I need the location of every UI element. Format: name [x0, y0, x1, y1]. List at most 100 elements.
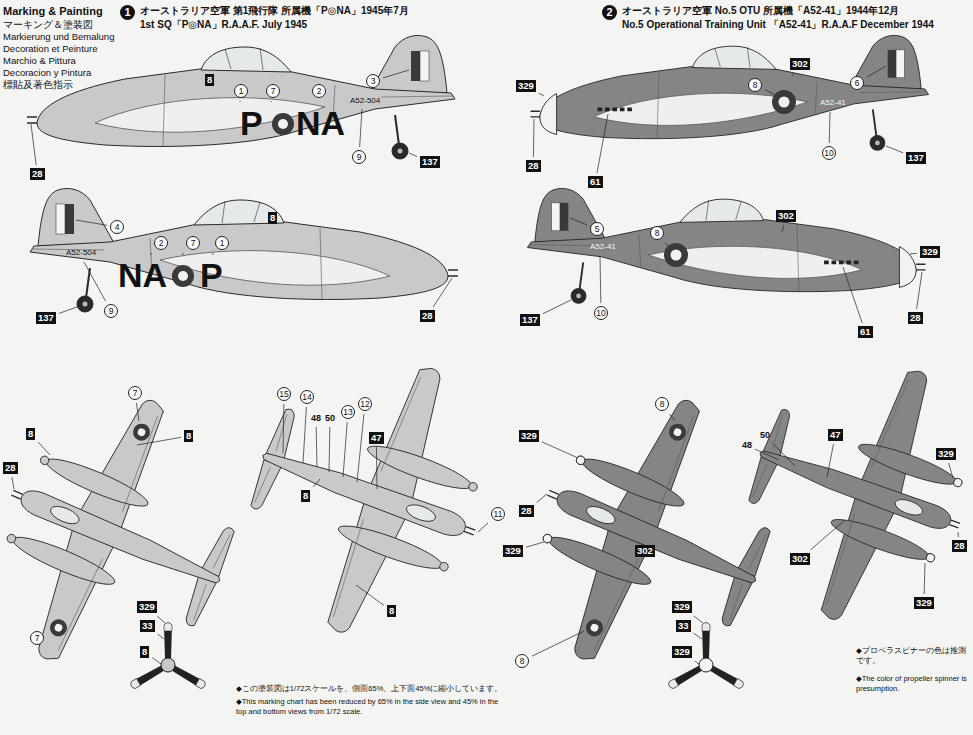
paint-callout: 61	[858, 326, 873, 338]
label-text: 8	[753, 80, 758, 90]
paint-callout: 61	[588, 176, 603, 188]
leader-line	[537, 494, 547, 503]
label-text: 61	[860, 326, 871, 337]
serial-number: A52-41	[590, 242, 616, 252]
decal-callout: 13	[341, 405, 355, 419]
leader-line	[665, 243, 668, 246]
label-text: 28	[528, 160, 539, 171]
decal-callout: 7	[30, 631, 44, 645]
label-text: 6	[855, 78, 860, 88]
leader-line	[478, 523, 488, 532]
label-text: 48	[742, 440, 752, 450]
code-letters: NA	[118, 258, 167, 292]
leader-line	[152, 658, 161, 664]
code-letters: NA	[296, 106, 345, 140]
label-text: 50	[325, 413, 335, 423]
leader-line	[303, 407, 306, 463]
label-text: 8	[186, 430, 191, 441]
paint-callout: 8	[387, 605, 396, 617]
leader-line	[376, 447, 378, 489]
label-text: マーキング＆塗装図	[3, 19, 93, 30]
decal-callout: 14	[300, 390, 314, 404]
leader-line	[694, 616, 703, 623]
label-text: 28	[910, 312, 921, 323]
paint-callout: 329	[936, 448, 956, 460]
paint-callout: 8	[268, 212, 277, 224]
leader-line	[356, 585, 384, 605]
leader-line	[694, 633, 702, 639]
paint-callout: 329	[672, 601, 692, 613]
leader-line	[84, 262, 105, 301]
leader-line	[782, 225, 784, 232]
label-text: 302	[637, 545, 653, 556]
leader-line	[542, 442, 578, 458]
label-text: 33	[678, 620, 689, 631]
label-text: 28	[521, 505, 532, 516]
paint-callout: 329	[920, 246, 940, 258]
label-text: 5	[595, 224, 600, 234]
label-text: 28	[422, 310, 433, 321]
paint-callout: 302	[635, 545, 655, 557]
label-text: Decoration et Peinture	[3, 43, 98, 54]
label-text: 28	[32, 168, 43, 179]
label-text: 10	[596, 308, 605, 318]
scheme-heading: No.5 Operational Training Unit 「A52-41」R…	[622, 18, 934, 31]
footnote: ◆プロペラスピナーの色は推測です。	[856, 646, 968, 666]
label-text: 2	[606, 6, 612, 18]
paint-callout: 302	[790, 58, 810, 70]
leader-line	[240, 101, 241, 102]
leader-line	[31, 124, 36, 165]
label-text: ◆この塗装図は1/72スケールを、側面65%、上下面45%に縮小しています。	[236, 684, 502, 693]
decal-callout: 8	[655, 397, 669, 411]
label-text: 61	[590, 176, 601, 187]
leader-line	[329, 427, 331, 472]
leader-line	[532, 631, 584, 656]
label-text: 8	[142, 646, 147, 657]
leader-line	[886, 146, 903, 153]
label-text: 302	[778, 210, 794, 221]
leader-line	[670, 414, 675, 421]
paint-callout: 28	[3, 462, 18, 474]
label-text: 8	[655, 228, 660, 238]
leader-line	[533, 119, 535, 157]
sheet-title: Marking & Painting	[3, 5, 103, 17]
decal-callout: 9	[352, 150, 366, 164]
paint-callout: 8	[26, 428, 35, 440]
scheme-heading: 1st SQ「P◎NA」R.A.A.F. July 1945	[140, 18, 307, 31]
label-text: 2	[317, 86, 322, 96]
leader-line	[755, 449, 779, 460]
decal-callout: 8	[748, 78, 762, 92]
paint-callout: 137	[420, 156, 440, 168]
leader-line	[137, 437, 181, 445]
decal-callout: 7	[266, 84, 280, 98]
paint-callout: 8	[301, 490, 310, 502]
paint-callout: 329	[137, 601, 157, 613]
leader-line	[924, 563, 926, 594]
serial-number: A52-41	[820, 98, 846, 108]
paint-number: 50	[760, 430, 770, 441]
leader-line	[271, 101, 272, 102]
leader-line	[917, 272, 922, 309]
leader-line	[357, 414, 364, 482]
label-text: 9	[109, 306, 114, 316]
decal-callout: 8	[650, 226, 664, 240]
paint-callout: 137	[520, 314, 540, 326]
label-text: 1	[220, 238, 225, 248]
label-text: 329	[518, 80, 534, 91]
leader-line	[949, 463, 953, 478]
label-text: オーストラリア空軍 No.5 OTU 所属機「A52-41」1944年12月	[622, 5, 899, 16]
label-text: 329	[521, 430, 537, 441]
label-text: 329	[922, 246, 938, 257]
label-text: 137	[908, 152, 924, 163]
leader-line	[157, 616, 165, 623]
language-heading: Decoracion y Pintura	[3, 67, 91, 79]
footnote: ◆This marking chart has been reduced by …	[236, 697, 508, 717]
serial-number: A52-504	[350, 96, 380, 106]
leader-line	[765, 90, 774, 94]
paint-callout: 28	[420, 310, 435, 322]
leader-line	[343, 422, 347, 477]
label-text: ◆This marking chart has been reduced by …	[236, 697, 498, 716]
leader-line	[313, 479, 320, 487]
